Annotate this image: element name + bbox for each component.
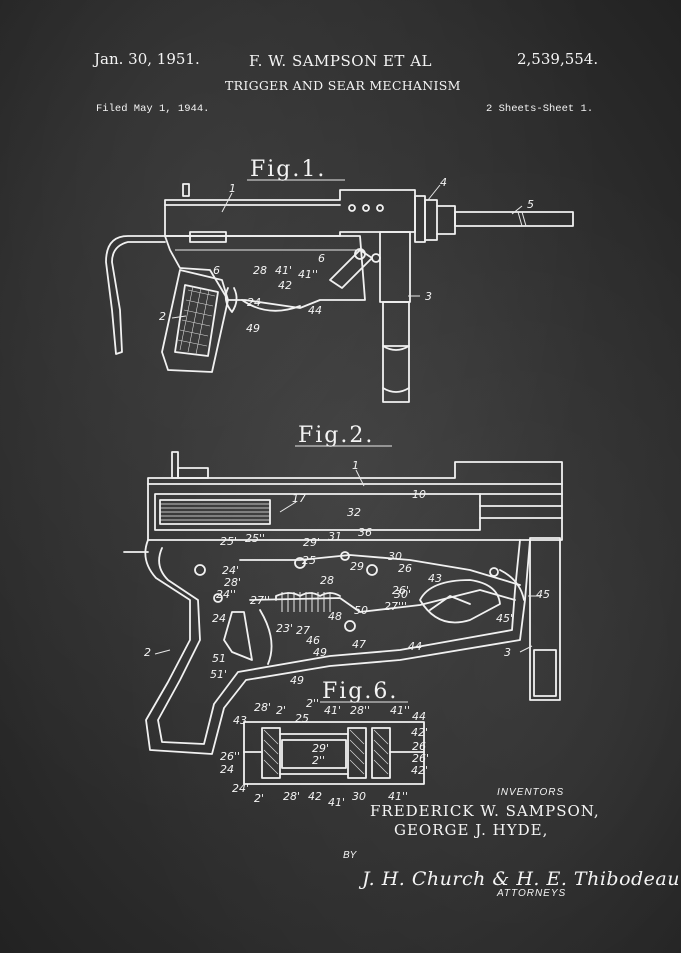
fig2-label-1: 1 — [352, 459, 359, 472]
fig2-label-50: 50 — [354, 604, 368, 617]
sheet-count: 2 Sheets-Sheet 1. — [486, 103, 594, 115]
fig2-label-24: 24 — [212, 612, 226, 625]
fig1-label-24: 24 — [247, 296, 261, 309]
fig1-label-41p: 41' — [275, 264, 292, 277]
inventor-name-2: GEORGE J. HYDE, — [394, 821, 549, 839]
fig2-label-3: 3 — [504, 646, 511, 659]
fig2-label-23p: 23' — [276, 622, 293, 635]
inventor-name-1: FREDERICK W. SAMPSON, — [370, 802, 600, 820]
fig1-label-3: 3 — [425, 290, 432, 303]
fig6-label-42: 42 — [308, 790, 322, 803]
fig2-label-27ppp: 27''' — [384, 600, 407, 613]
fig6-label-41p-bot: 41' — [328, 796, 345, 809]
fig2-label-44: 44 — [408, 640, 422, 653]
fig2-label-45: 45 — [536, 588, 550, 601]
fig1-label-28: 28 — [253, 264, 267, 277]
fig2-label-26p: 26' — [392, 584, 409, 597]
fig6-label-26: 26 — [412, 740, 426, 753]
fig6-label-29p: 29' — [312, 742, 329, 755]
fig2-label-29p: 29' — [303, 536, 320, 549]
fig1-label-44: 44 — [308, 304, 322, 317]
fig6-label-41p-top: 41' — [324, 704, 341, 717]
fig6-label-42p-bot: 42' — [411, 764, 428, 777]
fig2-label-24pp: 24'' — [216, 588, 236, 601]
fig6-label-2p-top: 2' — [276, 704, 286, 717]
figure-1-title: Fig.1. — [250, 157, 326, 182]
fig2-label-28: 28 — [320, 574, 334, 587]
fig1-label-6a: 6 — [213, 264, 220, 277]
fig2-label-46: 46 — [306, 634, 320, 647]
fig6-label-26pp: 26'' — [220, 750, 240, 763]
fig2-label-30: 30 — [388, 550, 402, 563]
fig2-label-26: 26 — [398, 562, 412, 575]
fig6-label-25: 25 — [295, 712, 309, 725]
fig6-label-42p-top: 42' — [411, 726, 428, 739]
fig2-label-48: 48 — [328, 610, 342, 623]
fig2-label-43: 43 — [428, 572, 442, 585]
fig2-label-47: 47 — [352, 638, 366, 651]
fig6-label-43: 43 — [233, 714, 247, 727]
fig2-label-49: 49 — [290, 674, 304, 687]
fig1-label-4: 4 — [440, 176, 447, 189]
fig2-label-25pp: 25'' — [245, 532, 265, 545]
fig1-label-1: 1 — [229, 182, 236, 195]
fig2-label-24p: 24' — [222, 564, 239, 577]
fig2-label-28p: 28' — [224, 576, 241, 589]
fig2-label-36: 36 — [358, 526, 372, 539]
fig1-label-42: 42 — [278, 279, 292, 292]
fig2-label-2: 2 — [144, 646, 151, 659]
fig1-label-6b: 6 — [318, 252, 325, 265]
fig6-label-28p-bot: 28' — [283, 790, 300, 803]
patent-inventor-title: F. W. SAMPSON ET AL — [249, 52, 432, 70]
fig1-label-5: 5 — [527, 198, 534, 211]
filed-date: Filed May 1, 1944. — [96, 103, 210, 115]
fig2-label-27pp: 27'' — [250, 594, 270, 607]
fig2-label-51: 51 — [212, 652, 226, 665]
figure-2-title: Fig.2. — [298, 423, 374, 448]
fig6-label-30: 30 — [352, 790, 366, 803]
figure-2: Fig.2. — [123, 423, 563, 755]
figure-6-title: Fig.6. — [322, 679, 398, 704]
fig2-label-27: 27 — [296, 624, 310, 637]
fig6-label-26p: 26' — [412, 752, 429, 765]
patent-number: 2,539,554. — [517, 50, 599, 68]
fig1-label-41pp: 41'' — [298, 268, 318, 281]
fig2-label-49p: 49 — [313, 646, 327, 659]
fig6-label-44: 44 — [412, 710, 426, 723]
patent-subtitle: TRIGGER AND SEAR MECHANISM — [225, 78, 461, 93]
fig1-label-2: 2 — [159, 310, 166, 323]
fig1-label-49: 49 — [246, 322, 260, 335]
fig6-label-2p-bot: 2' — [254, 792, 264, 805]
fig2-label-30p: 30' — [394, 588, 411, 601]
fig6-label-41pp-top: 41'' — [390, 704, 410, 717]
by-label: BY — [343, 850, 357, 861]
fig2-label-29: 29 — [350, 560, 364, 573]
fig2-label-32: 32 — [347, 506, 361, 519]
fig6-label-28pp: 28'' — [350, 704, 370, 717]
figure-1: Fig.1. — [105, 157, 574, 403]
fig2-label-10: 10 — [412, 488, 426, 501]
fig2-label-25p: 25' — [220, 535, 237, 548]
fig6-label-2pp-top: 2'' — [306, 697, 319, 710]
attorneys-label: ATTORNEYS — [497, 888, 567, 899]
fig2-label-31: 31 — [328, 530, 342, 543]
fig6-label-24p: 24' — [232, 782, 249, 795]
fig6-label-41pp-bot: 41'' — [388, 790, 408, 803]
inventors-label: INVENTORS — [497, 787, 565, 798]
patent-date: Jan. 30, 1951. — [94, 50, 200, 68]
fig6-label-24: 24 — [220, 763, 234, 776]
fig6-label-28p-top: 28' — [254, 701, 271, 714]
attorney-signature: J. H. Church & H. E. Thibodeau — [362, 868, 680, 890]
fig2-label-25: 25 — [302, 554, 316, 567]
figure-6: Fig.6. 28' 2' 2'' 41' 28'' 41'' 44 — [220, 679, 429, 809]
fig2-label-51p: 51' — [210, 668, 227, 681]
fig2-label-17: 17 — [292, 492, 306, 505]
fig6-label-2pp-mid: 2'' — [312, 754, 325, 767]
fig2-label-45p: 45' — [496, 612, 513, 625]
